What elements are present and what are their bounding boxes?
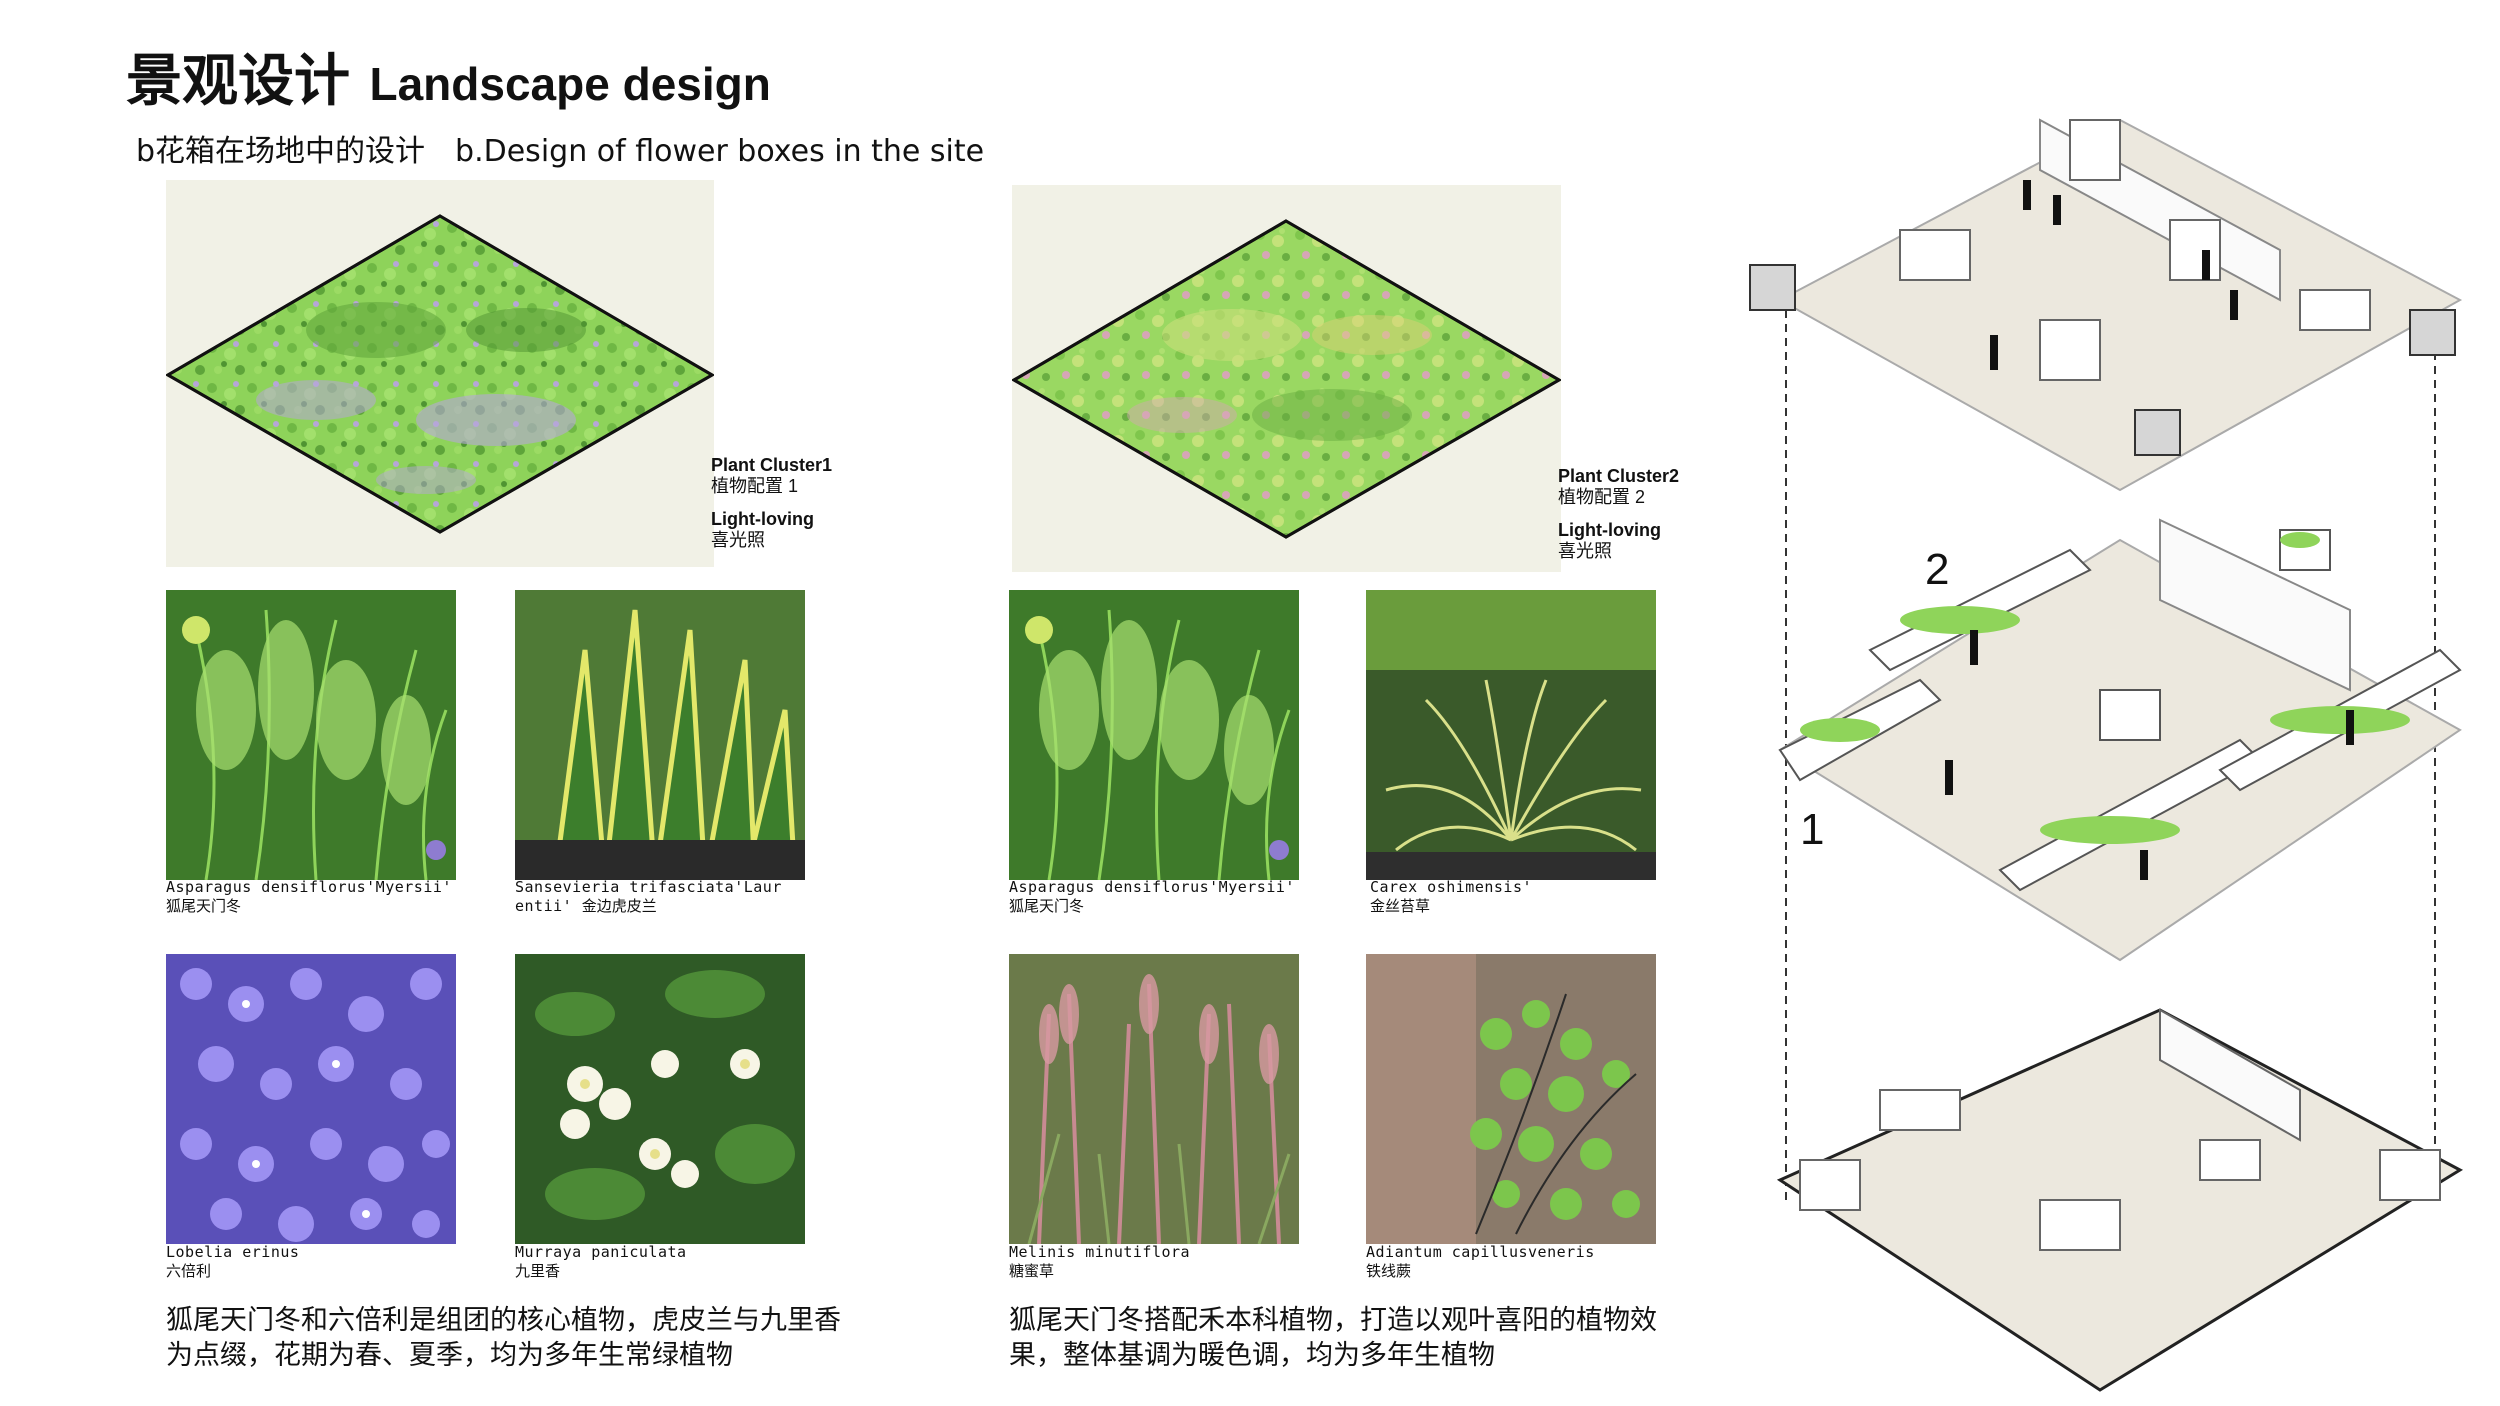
cluster2-name: Plant Cluster2 [1558, 466, 1680, 486]
caption-cn: 狐尾天门冬 [1009, 897, 1085, 915]
subtitle-cn: b花箱在场地中的设计 [136, 134, 426, 169]
cluster2-name-cn: 植物配置 2 [1558, 487, 1646, 507]
caption-cn: 铁线蕨 [1366, 1262, 1412, 1280]
cluster2-light-cn: 喜光照 [1558, 541, 1612, 561]
subtitle-en: b.Design of flower boxes in the site [455, 134, 985, 169]
caption-asparagus-2: Asparagus densiflorus'Myersii' 狐尾天门冬 [1009, 878, 1309, 916]
cluster1-isometric-panel [165, 180, 715, 567]
axonometric-diagram: 2 1 [1740, 90, 2500, 1406]
caption-cn: 糖蜜草 [1009, 1262, 1055, 1280]
level-bottom [1776, 1008, 2464, 1392]
caption-asparagus: Asparagus densiflorus'Myersii' 狐尾天门冬 [166, 878, 466, 916]
photo-asparagus-fern [166, 590, 456, 880]
diagram-label-2: 2 [1925, 545, 1950, 594]
page-title: 景观设计 Landscape design [126, 36, 771, 117]
maidenhair-fern-icon [1366, 954, 1656, 1244]
photo-carex [1366, 590, 1656, 880]
photo-adiantum [1366, 954, 1656, 1244]
level-top [1749, 118, 2463, 492]
lawn-isometric-icon [165, 214, 715, 534]
fern-foliage-icon [166, 590, 456, 880]
caption-latin: Adiantum capillusveneris [1366, 1243, 1595, 1261]
caption-carex: Carex oshimensis' 金丝苔草 [1370, 878, 1670, 916]
cluster2-isometric-panel [1011, 185, 1562, 572]
cluster1-name-cn: 植物配置 1 [711, 476, 799, 496]
caption-latin: Melinis minutiflora [1009, 1243, 1191, 1261]
caption-cn: 九里香 [515, 1262, 561, 1280]
caption-cn: 狐尾天门冬 [166, 897, 242, 915]
caption-latin: Sansevieria trifasciata'Laur [515, 878, 782, 896]
caption-cn: 金丝苔草 [1370, 897, 1431, 915]
photo-melinis [1009, 954, 1299, 1244]
photo-murraya [515, 954, 805, 1244]
level-middle [1778, 518, 2462, 962]
pink-grass-icon [1009, 954, 1299, 1244]
lawn-isometric-icon [1011, 219, 1562, 539]
caption-latin: Asparagus densiflorus'Myersii' [166, 878, 452, 896]
purple-flowers-icon [166, 954, 456, 1244]
caption-sansevieria: Sansevieria trifasciata'Laur entii' 金边虎皮… [515, 878, 815, 916]
cluster1-light: Light-loving [711, 509, 814, 529]
caption-cn: 金边虎皮兰 [581, 897, 657, 915]
diagram-label-1: 1 [1800, 805, 1825, 854]
title-cn: 景观设计 [126, 49, 350, 114]
cluster1-label: Plant Cluster1 植物配置 1 Light-loving 喜光照 [711, 455, 832, 551]
caption-latin: Murraya paniculata [515, 1243, 687, 1261]
photo-snake-plant [515, 590, 805, 880]
caption-melinis: Melinis minutiflora 糖蜜草 [1009, 1243, 1309, 1281]
site-axonometric-icon [1749, 118, 2464, 1392]
white-flowers-icon [515, 954, 805, 1244]
caption-lobelia: Lobelia erinus 六倍利 [166, 1243, 466, 1281]
cluster1-light-cn: 喜光照 [711, 530, 765, 550]
photo-lobelia [166, 954, 456, 1244]
snake-plant-icon [515, 590, 805, 880]
caption-adiantum: Adiantum capillusveneris 铁线蕨 [1366, 1243, 1666, 1281]
page-subtitle: b花箱在场地中的设计 b.Design of flower boxes in th… [136, 126, 984, 170]
caption-murraya: Murraya paniculata 九里香 [515, 1243, 815, 1281]
cluster2-light: Light-loving [1558, 520, 1661, 540]
fern-foliage-icon [1009, 590, 1299, 880]
caption-latin: Lobelia erinus [166, 1243, 300, 1261]
title-en: Landscape design [369, 58, 771, 110]
cluster2-description: 狐尾天门冬搭配禾本科植物，打造以观叶喜阳的植物效果，整体基调为暖色调，均为多年生… [1009, 1305, 1657, 1371]
cluster2-label: Plant Cluster2 植物配置 2 Light-loving 喜光照 [1558, 466, 1679, 562]
sedge-grass-icon [1366, 590, 1656, 880]
cluster1-name: Plant Cluster1 [711, 455, 833, 475]
cluster1-description: 狐尾天门冬和六倍利是组团的核心植物，虎皮兰与九里香为点缀，花期为春、夏季，均为多… [166, 1305, 841, 1371]
caption-latin-cont: entii' [515, 897, 573, 915]
caption-latin: Asparagus densiflorus'Myersii' [1009, 878, 1295, 896]
photo-asparagus-fern-2 [1009, 590, 1299, 880]
caption-cn: 六倍利 [166, 1262, 212, 1280]
caption-latin: Carex oshimensis' [1370, 878, 1533, 896]
